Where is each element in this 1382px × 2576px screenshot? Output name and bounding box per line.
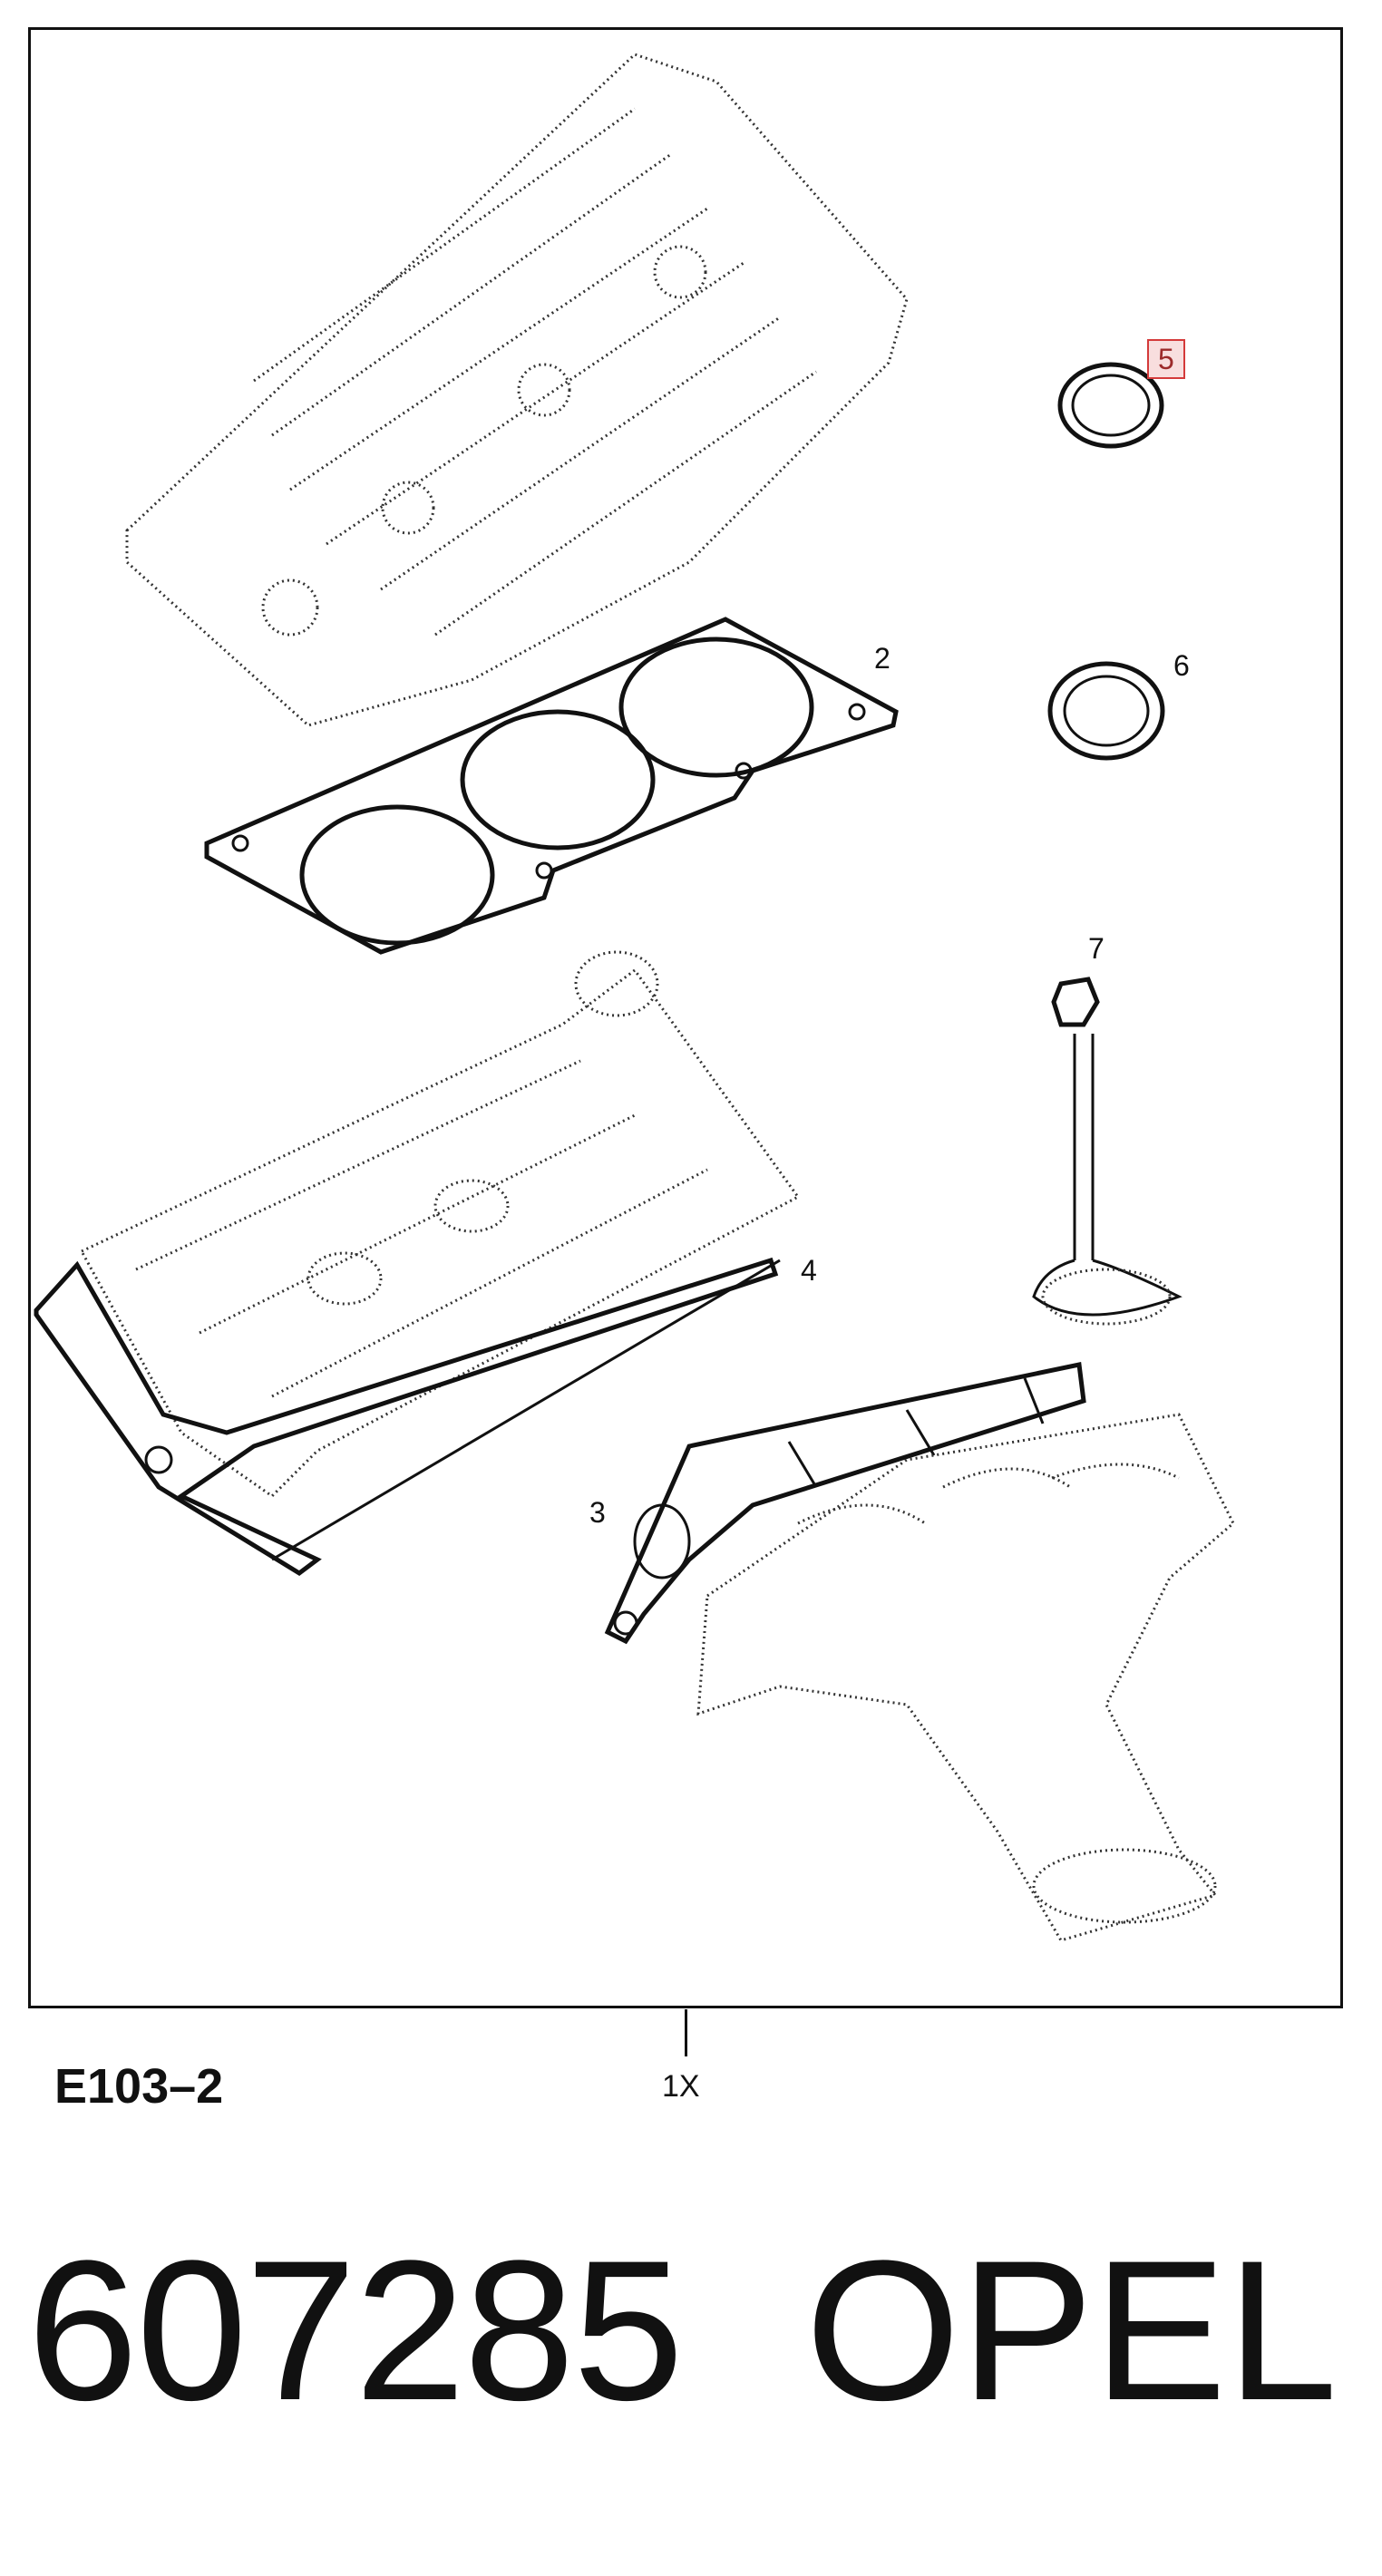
exhaust-manifold-drawing [696,1413,1235,1942]
callout-7[interactable]: 7 [1088,932,1105,965]
diagram-reference: E103–2 [54,2059,224,2114]
diagram-frame [28,27,1343,2008]
cylinder-head-drawing [125,53,909,727]
callout-4[interactable]: 4 [801,1254,817,1287]
callout-6[interactable]: 6 [1173,649,1190,682]
part-number: 607285 [27,2219,684,2442]
callout-5[interactable]: 5 [1147,339,1185,379]
callout-2[interactable]: 2 [874,642,891,675]
seal-ring-5-drawing [1057,362,1164,449]
seal-ring-6-drawing [1047,661,1165,761]
valve-stem-seal-drawing [1032,977,1182,1326]
cam-cover-gasket-drawing [34,1257,781,1577]
quantity-label: 1X [662,2069,700,2104]
exhaust-gasket-drawing [604,1361,1086,1645]
camshaft-housing-drawing [79,950,801,1498]
quantity-leader-line [685,2009,687,2056]
brand-name: OPEL [805,2219,1338,2442]
head-gasket-drawing [204,617,899,955]
callout-3[interactable]: 3 [589,1496,606,1529]
